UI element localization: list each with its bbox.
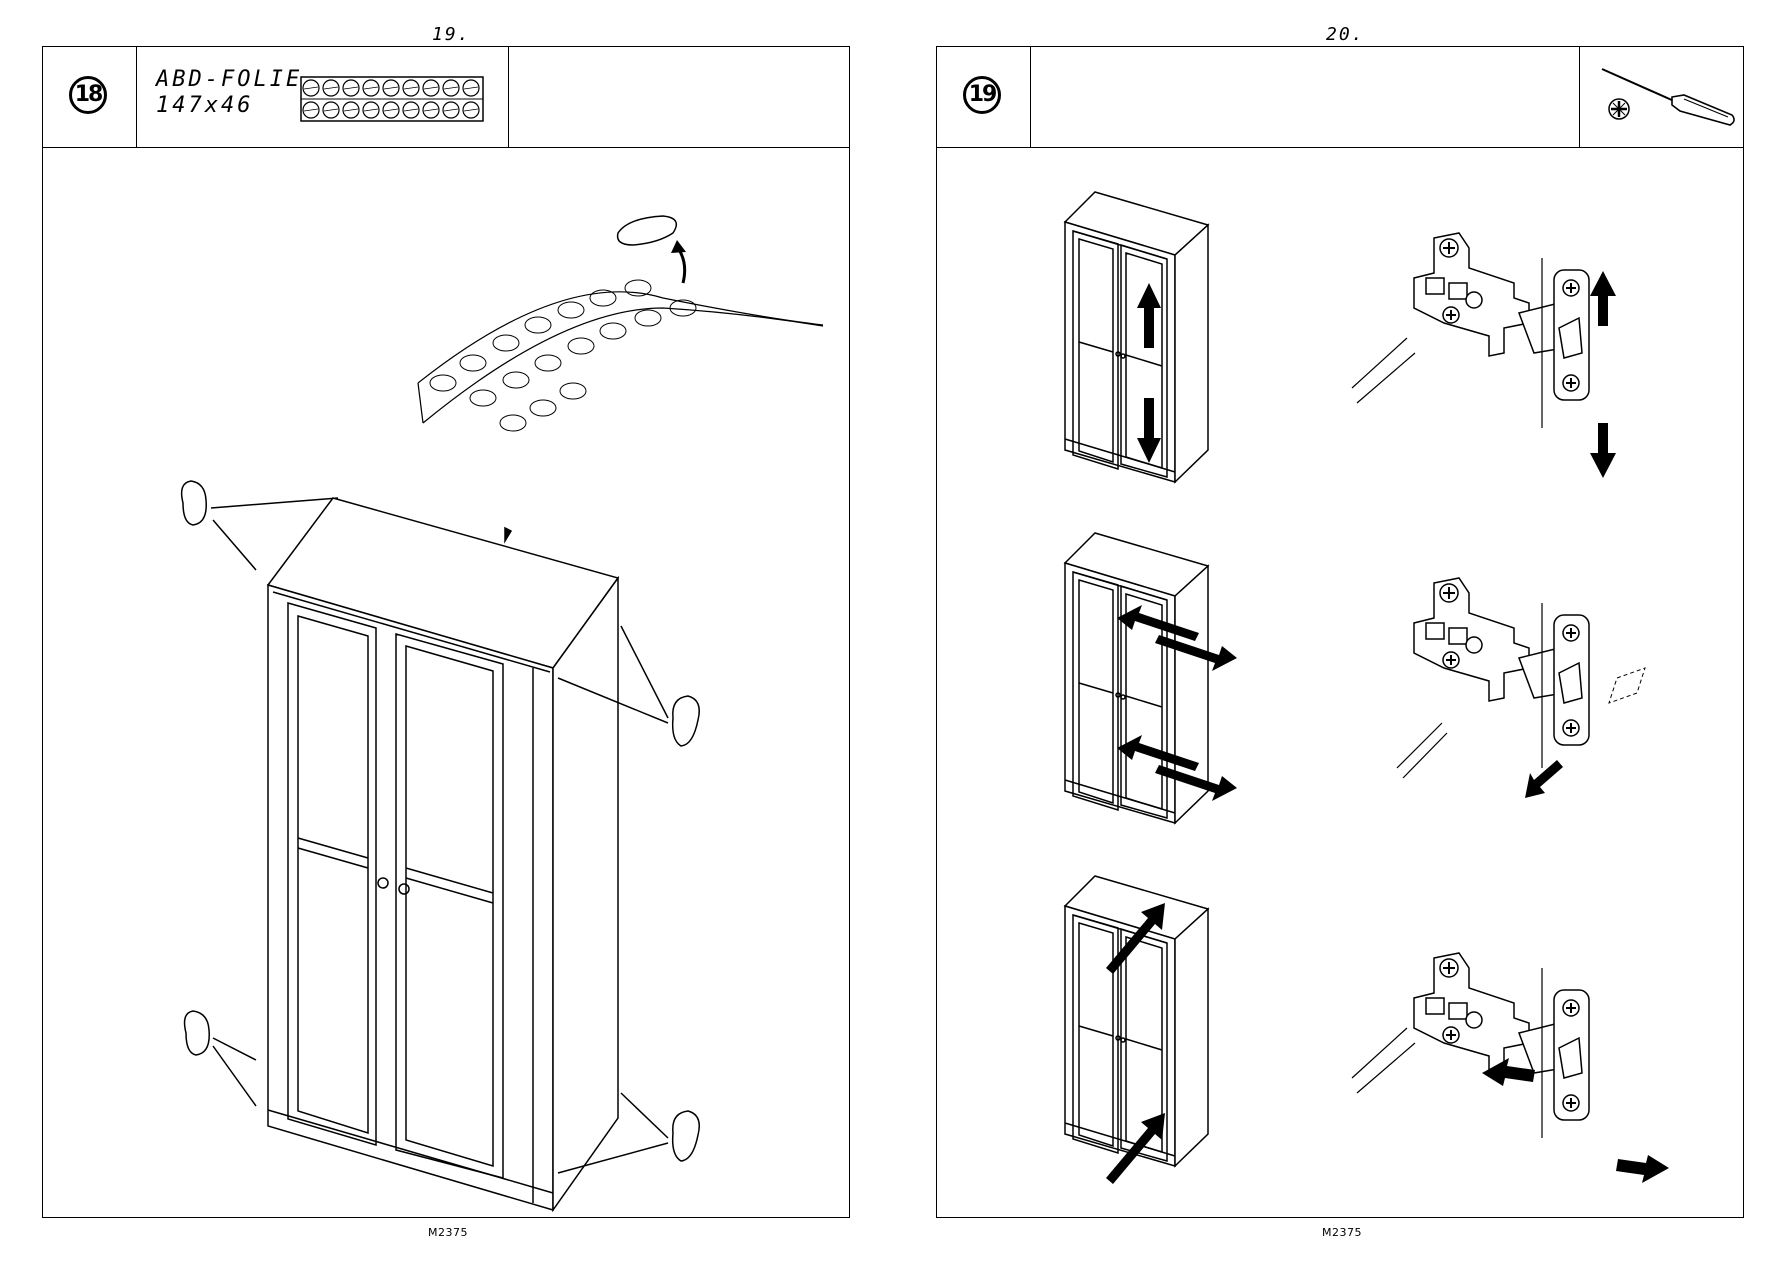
peel-arrow [678,248,685,283]
step-cell: 19 [937,47,1031,147]
footer-code-left: M2375 [428,1226,468,1239]
step-19-illustration [937,148,1742,1216]
instruction-panel-step-19: 19 [936,46,1744,1218]
phillips-screwdriver-icon [1592,59,1737,135]
step-number-badge: 19 [963,76,1001,114]
depth-adjustment-hinge [1397,578,1645,798]
panel-header: 18 ABD-FOLIE 147x46 [43,47,849,148]
wardrobe-illustration [268,498,618,1210]
step-18-illustration [43,148,848,1216]
instruction-panel-step-18: 18 ABD-FOLIE 147x46 [42,46,850,1218]
part-size: 147x46 [156,93,253,119]
part-cell: ABD-FOLIE 147x46 [136,47,553,147]
panel-header: 19 [937,47,1743,148]
side-adjustment-hinge [1352,953,1669,1183]
footer-code-right: M2375 [1322,1226,1362,1239]
height-adjustment-hinge [1352,233,1616,478]
part-name: ABD-FOLIE [156,67,302,93]
step-number-badge: 18 [69,76,107,114]
page-number-right: 20. [1326,24,1365,45]
side-adjustment-wardrobe [1065,876,1208,1184]
adhesive-pad-icon [618,216,677,245]
page-number-left: 19. [432,24,471,45]
height-adjustment-wardrobe [1065,192,1208,482]
depth-adjustment-wardrobe [1065,533,1237,823]
protective-pad-sheet-icon [300,76,484,122]
pad-sheet-peeling [418,280,823,431]
empty-header-cell [508,47,850,147]
tool-cell [1579,47,1744,147]
step-cell: 18 [43,47,137,147]
